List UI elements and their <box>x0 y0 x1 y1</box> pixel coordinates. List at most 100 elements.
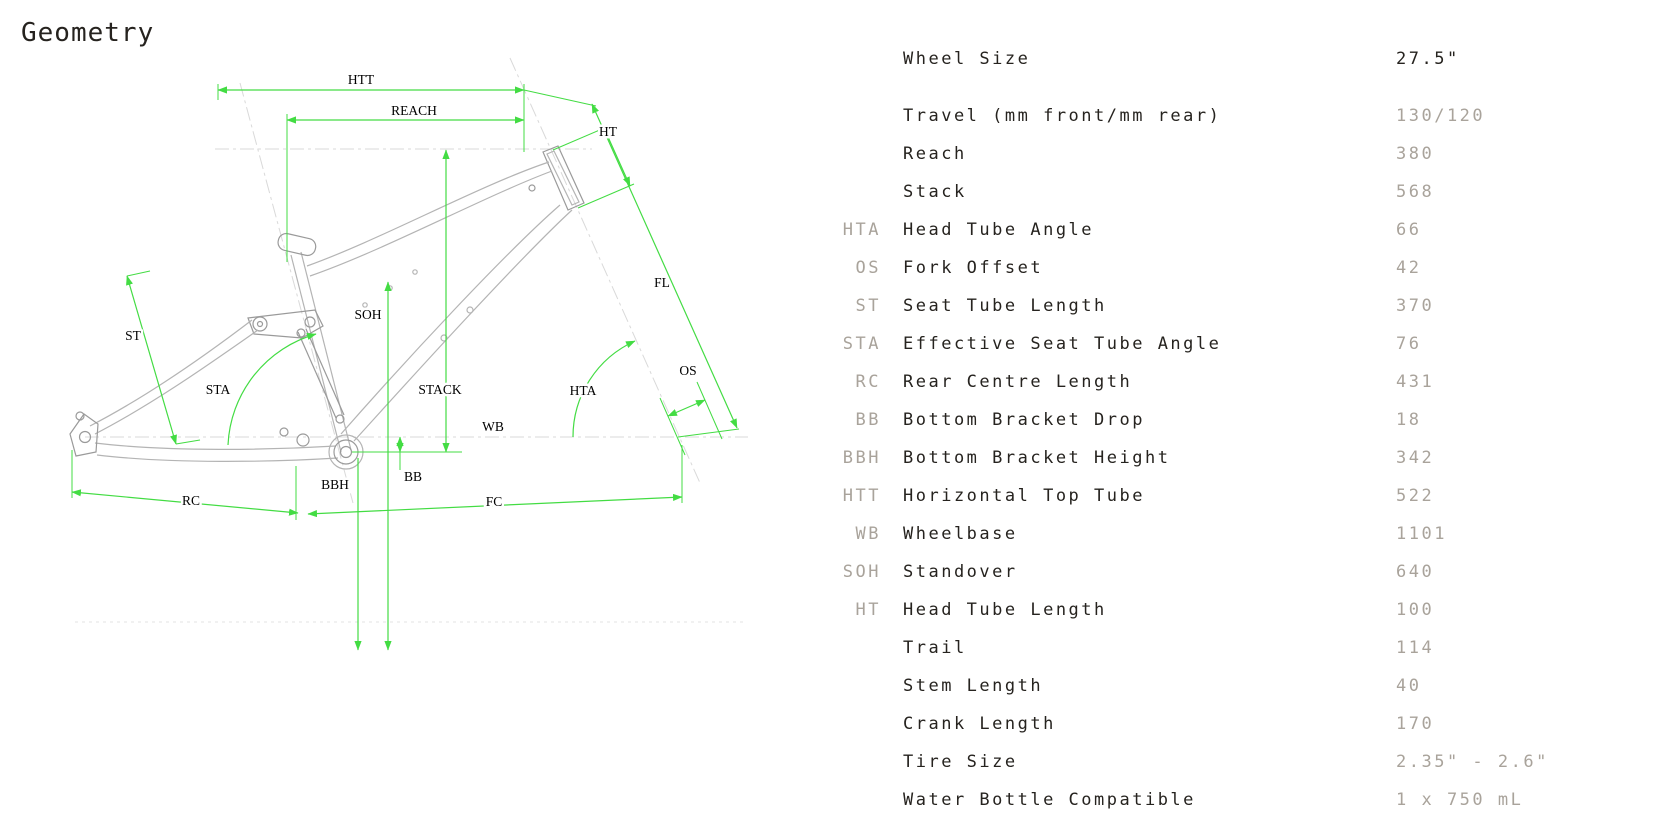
spec-value: 1 x 750 mL <box>1396 790 1524 810</box>
spec-value: 100 <box>1396 600 1435 620</box>
seat-tube-axis-line <box>239 82 354 504</box>
dimension-label-wb: WB <box>482 419 504 434</box>
spec-row: Travel (mm front/mm rear) 130/120 <box>0 97 1666 135</box>
page-title: Geometry <box>21 18 155 48</box>
spec-table: Wheel Size 27.5" Travel (mm front/mm rear)… <box>0 40 1666 819</box>
spec-label: Head Tube Angle <box>903 220 1095 240</box>
spec-row: Reach 380 <box>0 135 1666 173</box>
dimension-label-stack: STACK <box>418 382 461 397</box>
spec-row: RC Rear Centre Length 431 <box>0 363 1666 401</box>
spec-value: 342 <box>1396 448 1435 468</box>
spec-row: HTT Horizontal Top Tube 522 <box>0 477 1666 515</box>
spec-value: 522 <box>1396 486 1435 506</box>
spec-label: Wheel Size <box>903 49 1031 69</box>
dimension-label-bbh: BBH <box>321 477 349 492</box>
spec-label: Reach <box>903 144 967 164</box>
dimension-labels: HTT REACH HT FL OS HTA ST SOH STA STACK WB BB BBH RC F… <box>123 70 700 512</box>
spec-row: SOH Standover 640 <box>0 553 1666 591</box>
spec-label: Travel (mm front/mm rear) <box>903 106 1222 126</box>
spec-abbreviation: ST <box>855 296 881 316</box>
spec-label: Rear Centre Length <box>903 372 1133 392</box>
spec-row: STA Effective Seat Tube Angle 76 <box>0 325 1666 363</box>
spec-label: Bottom Bracket Height <box>903 448 1171 468</box>
dimension-lines <box>71 84 740 651</box>
spec-abbreviation: BB <box>855 410 881 430</box>
spec-abbreviation: HT <box>855 600 881 620</box>
dimension-label-fc: FC <box>486 494 503 509</box>
spec-abbreviation <box>0 705 881 743</box>
spec-abbreviation: HTT <box>842 486 881 506</box>
dimension-label-soh: SOH <box>354 307 381 322</box>
dimension-label-htt: HTT <box>348 72 375 87</box>
spec-label: Head Tube Length <box>903 600 1107 620</box>
spec-abbreviation <box>0 667 881 705</box>
spec-row: WB Wheelbase 1101 <box>0 515 1666 553</box>
spec-abbreviation: HTA <box>842 220 881 240</box>
spec-abbreviation <box>0 743 881 781</box>
spec-abbreviation <box>0 135 881 173</box>
spec-value: 66 <box>1396 220 1422 240</box>
dimension-label-rc: RC <box>182 493 200 508</box>
spec-value: 27.5" <box>1396 49 1460 69</box>
spec-abbreviation <box>0 97 881 135</box>
spec-value: 380 <box>1396 144 1435 164</box>
frame-drawing <box>69 145 585 470</box>
spec-value: 1101 <box>1396 524 1447 544</box>
spec-label: Fork Offset <box>903 258 1044 278</box>
spec-abbreviation: SOH <box>842 562 881 582</box>
spec-label: Standover <box>903 562 1018 582</box>
spec-label: Tire Size <box>903 752 1018 772</box>
spec-value: 18 <box>1396 410 1422 430</box>
spec-label: Water Bottle Compatible <box>903 790 1196 810</box>
spec-row: BB Bottom Bracket Drop 18 <box>0 401 1666 439</box>
spec-label: Seat Tube Length <box>903 296 1107 316</box>
spec-label: Stem Length <box>903 676 1044 696</box>
spec-row: Tire Size 2.35" - 2.6" <box>0 743 1666 781</box>
spec-row: Stem Length 40 <box>0 667 1666 705</box>
spec-value: 640 <box>1396 562 1435 582</box>
dimension-label-hta: HTA <box>570 383 597 398</box>
dimension-label-os: OS <box>679 363 696 378</box>
spec-value: 568 <box>1396 182 1435 202</box>
dimension-label-bb: BB <box>404 469 422 484</box>
spec-abbreviation <box>0 173 881 211</box>
spec-row: HTA Head Tube Angle 66 <box>0 211 1666 249</box>
dimension-label-reach: REACH <box>391 103 437 118</box>
dimension-label-st: ST <box>125 328 142 343</box>
spec-value: 130/120 <box>1396 106 1486 126</box>
spec-abbreviation: WB <box>855 524 881 544</box>
spec-value: 370 <box>1396 296 1435 316</box>
spec-value: 2.35" - 2.6" <box>1396 752 1549 772</box>
spec-row: Crank Length 170 <box>0 705 1666 743</box>
spec-row: ST Seat Tube Length 370 <box>0 287 1666 325</box>
spec-value: 42 <box>1396 258 1422 278</box>
spec-row: HT Head Tube Length 100 <box>0 591 1666 629</box>
spec-label: Bottom Bracket Drop <box>903 410 1145 430</box>
spec-abbreviation: BBH <box>842 448 881 468</box>
dimension-label-sta: STA <box>206 382 231 397</box>
dimension-label-fl: FL <box>654 275 670 290</box>
spec-value: 170 <box>1396 714 1435 734</box>
spec-abbreviation <box>0 629 881 667</box>
spec-abbreviation <box>0 781 881 819</box>
dimension-label-ht: HT <box>599 124 618 139</box>
spec-row: Water Bottle Compatible 1 x 750 mL <box>0 781 1666 819</box>
spec-value: 76 <box>1396 334 1422 354</box>
bike-geometry-diagram: HTT REACH HT FL OS HTA ST SOH STA STACK WB BB BBH RC F… <box>69 57 748 651</box>
spec-label: Wheelbase <box>903 524 1018 544</box>
spec-value: 40 <box>1396 676 1422 696</box>
spec-row: Wheel Size 27.5" <box>0 40 1666 78</box>
spec-label: Trail <box>903 638 967 658</box>
spec-row: Trail 114 <box>0 629 1666 667</box>
spec-label: Effective Seat Tube Angle <box>903 334 1222 354</box>
spec-abbreviation: STA <box>842 334 881 354</box>
spec-label: Stack <box>903 182 967 202</box>
spec-abbreviation: RC <box>855 372 881 392</box>
spec-value: 114 <box>1396 638 1435 658</box>
spec-label: Crank Length <box>903 714 1056 734</box>
spec-row: OS Fork Offset 42 <box>0 249 1666 287</box>
spec-abbreviation <box>0 40 881 78</box>
spec-value: 431 <box>1396 372 1435 392</box>
spec-abbreviation: OS <box>855 258 881 278</box>
spec-label: Horizontal Top Tube <box>903 486 1145 506</box>
